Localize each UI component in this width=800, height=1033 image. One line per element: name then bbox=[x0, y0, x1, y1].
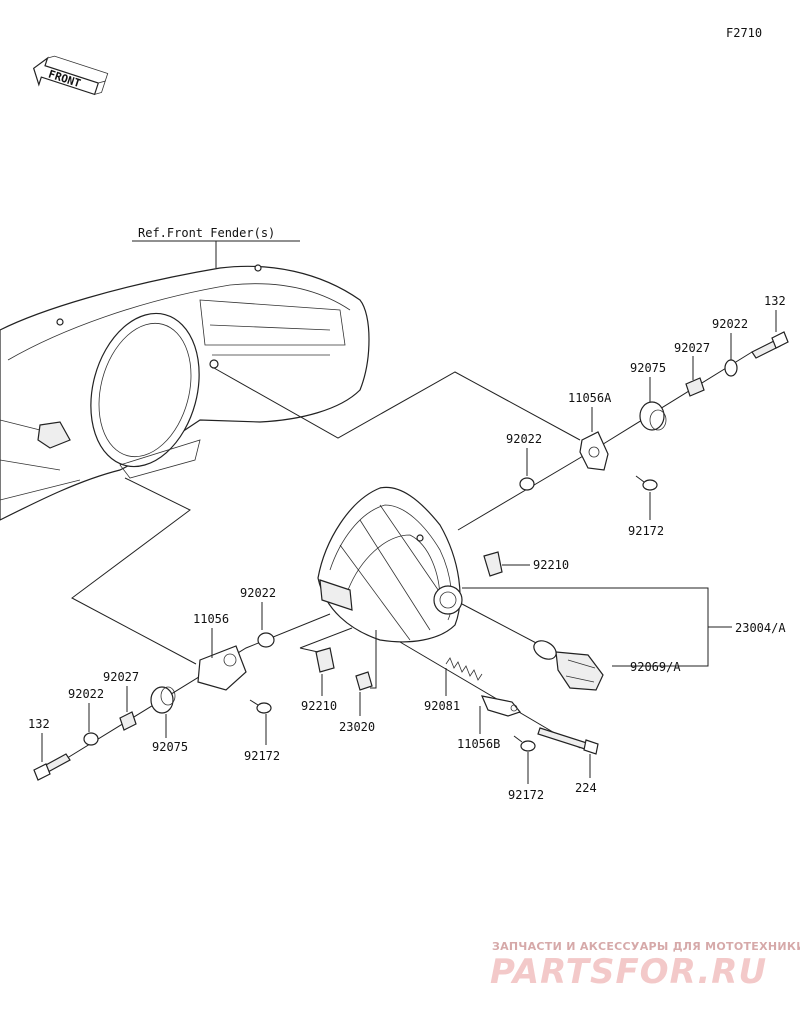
ref-leader-line bbox=[132, 240, 300, 268]
label-11056: 11056 bbox=[193, 612, 229, 626]
washer-92022-left bbox=[83, 732, 99, 746]
label-92210-left: 92210 bbox=[301, 699, 337, 713]
label-92172-right: 92172 bbox=[628, 524, 664, 538]
label-92027-right: 92027 bbox=[674, 341, 710, 355]
adjuster-axis-line bbox=[399, 641, 581, 749]
label-92172-bottom: 92172 bbox=[508, 788, 544, 802]
clip-92172-left bbox=[249, 699, 272, 714]
front-fender-cowl bbox=[0, 264, 370, 521]
label-23004A: 23004/A bbox=[735, 621, 786, 635]
washer-92022-right-mid bbox=[519, 477, 535, 491]
figure-code: F2710 bbox=[726, 26, 762, 40]
nut-92210-left bbox=[315, 647, 335, 673]
label-92022-left: 92022 bbox=[68, 687, 104, 701]
grommet-92075-left bbox=[150, 686, 176, 714]
label-11056B: 11056B bbox=[457, 737, 500, 751]
watermark-line1: ЗАПЧАСТИ И АКСЕССУАРЫ ДЛЯ МОТОТЕХНИКИ bbox=[492, 940, 800, 953]
washer-92022-left-top bbox=[257, 632, 275, 648]
watermark-logo: PARTSFOR.RU bbox=[490, 952, 767, 992]
label-92027-left: 92027 bbox=[103, 670, 139, 684]
label-92081: 92081 bbox=[424, 699, 460, 713]
label-23020: 23020 bbox=[339, 720, 375, 734]
label-92075-left: 92075 bbox=[152, 740, 188, 754]
washer-92022-right-top bbox=[724, 359, 738, 377]
bracket-11056 bbox=[197, 645, 247, 691]
clip-92172-right bbox=[635, 475, 658, 491]
label-92022-left-top: 92022 bbox=[240, 586, 276, 600]
label-92069A: 92069/A bbox=[630, 660, 681, 674]
front-arrow-icon: FRONT bbox=[32, 55, 109, 96]
label-92172-left: 92172 bbox=[244, 749, 280, 763]
bulb-92069A bbox=[461, 603, 604, 691]
bracket-11056A bbox=[579, 431, 609, 471]
screw-224 bbox=[537, 727, 599, 755]
mount-line-right bbox=[213, 367, 581, 441]
label-92022-right-top: 92022 bbox=[712, 317, 748, 331]
bolt-132-right bbox=[751, 331, 789, 359]
label-132-right: 132 bbox=[764, 294, 786, 308]
collar-92027-left bbox=[119, 711, 137, 731]
collar-92027-right bbox=[685, 377, 705, 397]
label-132-left: 132 bbox=[28, 717, 50, 731]
mount-line-left bbox=[71, 477, 197, 665]
headlight-housing bbox=[317, 486, 463, 643]
front-arrow-label: FRONT bbox=[47, 68, 83, 91]
grommet-92075-right bbox=[639, 401, 667, 431]
spring-92081 bbox=[445, 657, 483, 681]
clip-92172-bottom bbox=[513, 735, 536, 752]
label-92075-right: 92075 bbox=[630, 361, 666, 375]
label-224: 224 bbox=[575, 781, 597, 795]
label-92022-right-mid: 92022 bbox=[506, 432, 542, 446]
nut-23020 bbox=[355, 671, 373, 691]
label-92210-right: 92210 bbox=[533, 558, 569, 572]
bracket-11056B bbox=[480, 695, 522, 717]
nut-92210-right bbox=[483, 551, 503, 577]
label-11056A: 11056A bbox=[568, 391, 612, 405]
ref-front-fender-label: Ref.Front Fender(s) bbox=[138, 226, 275, 240]
bolt-132-left bbox=[33, 753, 71, 781]
right-axis-line bbox=[457, 351, 753, 531]
